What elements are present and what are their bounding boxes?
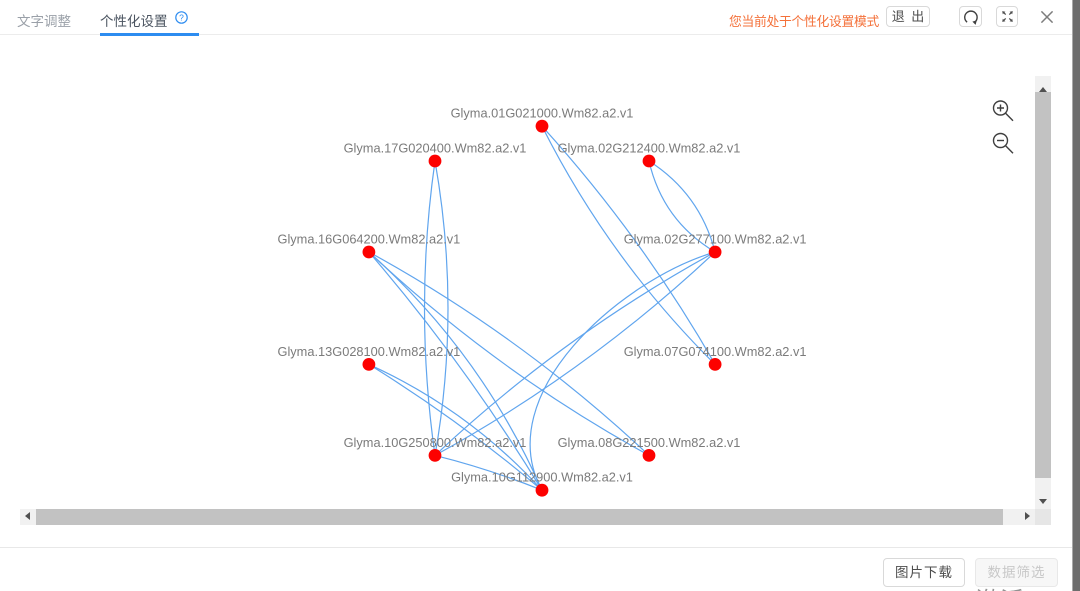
svg-text:Glyma.10G250800.Wm82.a2.v1: Glyma.10G250800.Wm82.a2.v1: [344, 435, 527, 450]
svg-text:Glyma.02G277100.Wm82.a2.v1: Glyma.02G277100.Wm82.a2.v1: [624, 232, 807, 247]
svg-text:?: ?: [179, 13, 184, 23]
svg-text:Glyma.13G028100.Wm82.a2.v1: Glyma.13G028100.Wm82.a2.v1: [277, 344, 460, 359]
svg-text:Glyma.10G112900.Wm82.a2.v1: Glyma.10G112900.Wm82.a2.v1: [451, 470, 633, 485]
svg-text:Glyma.02G212400.Wm82.a2.v1: Glyma.02G212400.Wm82.a2.v1: [558, 141, 741, 156]
svg-text:Glyma.01G021000.Wm82.a2.v1: Glyma.01G021000.Wm82.a2.v1: [451, 106, 634, 121]
svg-text:Glyma.08G221500.Wm82.a2.v1: Glyma.08G221500.Wm82.a2.v1: [558, 435, 741, 450]
svg-text:Glyma.07G074100.Wm82.a2.v1: Glyma.07G074100.Wm82.a2.v1: [624, 344, 807, 359]
svg-text:Glyma.16G064200.Wm82.a2.v1: Glyma.16G064200.Wm82.a2.v1: [277, 232, 460, 247]
svg-text:Glyma.17G020400.Wm82.a2.v1: Glyma.17G020400.Wm82.a2.v1: [344, 141, 527, 156]
